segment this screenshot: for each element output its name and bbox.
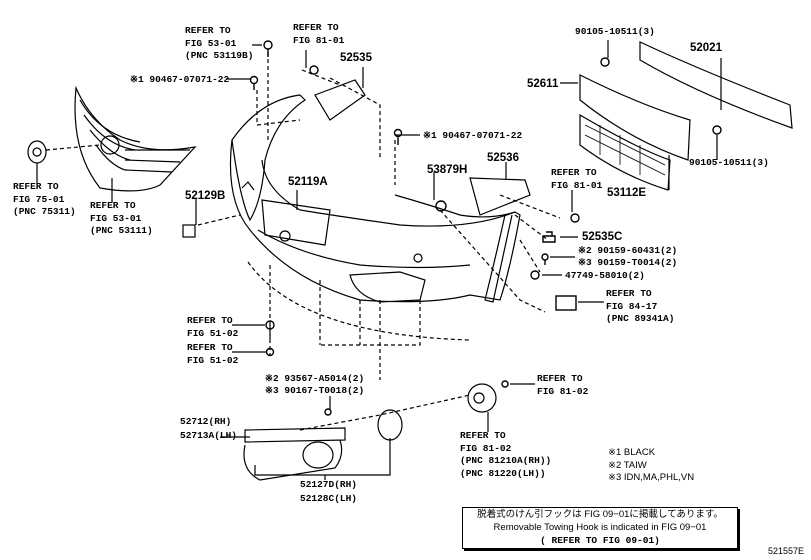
part-53112e[interactable]: 53112E — [607, 187, 647, 199]
fog-ring — [377, 409, 403, 441]
part-52713a-lh[interactable]: 52713A(LH) — [180, 430, 238, 441]
callout-line: FIG 84-17 — [606, 300, 658, 312]
fog-cover — [243, 427, 346, 481]
refer-fig-09-01[interactable]: ( REFER TO FIG 09-01) — [540, 535, 660, 546]
callout-line: REFER TO — [13, 181, 59, 192]
part-90159-60431[interactable]: ※2 90159-60431(2) — [578, 245, 678, 256]
callout-line: REFER TO — [551, 167, 597, 178]
part-52129b[interactable]: 52129B — [185, 190, 226, 202]
callout-line: REFER TO — [187, 315, 233, 326]
callout-line: FIG 81-02 — [460, 442, 512, 454]
callout-line: REFER TO — [537, 373, 583, 384]
legend-item: ※2 TAIW — [608, 459, 647, 471]
part-90159-t0014[interactable]: ※3 90159-T0014(2) — [578, 257, 678, 268]
callout-line: (PNC 75311) — [13, 206, 76, 217]
part-90167-t0018[interactable]: ※3 90167-T0018(2) — [265, 385, 365, 396]
part-52712-rh[interactable]: 52712(RH) — [180, 416, 232, 427]
bumper-cover — [229, 94, 521, 303]
legend-item: ※1 BLACK — [608, 447, 656, 458]
part-53879h[interactable]: 53879H — [427, 164, 468, 176]
legend: ※1 BLACK ※2 TAIW ※3 IDN,MA,PHL,VN — [608, 447, 694, 485]
part-52535c[interactable]: 52535C — [582, 231, 623, 243]
callout-line: REFER TO — [90, 200, 136, 211]
bracket-52535 — [314, 79, 366, 121]
towing-hook-note: 脱着式のけん引フックは FIG 09−01に掲載してあります。 Removabl… — [462, 507, 738, 549]
callout-line: (PNC 53119B) — [185, 50, 254, 61]
part-52127d-rh[interactable]: 52127D(RH) — [300, 479, 358, 490]
callout-line: FIG 53-01 — [90, 212, 142, 224]
callout-line: REFER TO — [185, 25, 231, 36]
legend-item: ※3 IDN,MA,PHL,VN — [608, 472, 695, 483]
callout-line: FIG 81-01 — [551, 179, 603, 191]
panel-52611 — [579, 74, 691, 161]
part-52611[interactable]: 52611 — [527, 78, 559, 90]
part-90467-07071-22-right[interactable]: ※1 90467-07071-22 — [423, 130, 523, 141]
callout-line: FIG 75-01 — [13, 193, 65, 205]
callout-line: FIG 51-02 — [187, 327, 239, 339]
part-52021[interactable]: 52021 — [690, 42, 722, 54]
part-52535[interactable]: 52535 — [340, 52, 372, 64]
radiator-grille — [74, 85, 197, 192]
part-90467-07071-22-left[interactable]: ※1 90467-07071-22 — [130, 74, 230, 85]
part-90105-10511-bottom[interactable]: 90105-10511(3) — [689, 157, 769, 168]
callout-line: FIG 81-01 — [293, 34, 345, 46]
part-47749-58010[interactable]: 47749-58010(2) — [565, 270, 645, 281]
reinforcement-52021 — [639, 41, 793, 129]
callout-line: FIG 51-02 — [187, 354, 239, 366]
callout-line: FIG 81-02 — [537, 385, 589, 397]
part-93567-a5014[interactable]: ※2 93567-A5014(2) — [265, 373, 365, 384]
callout-line: REFER TO — [293, 22, 339, 33]
callout-line: (PNC 53111) — [90, 225, 153, 236]
part-52128c-lh[interactable]: 52128C(LH) — [300, 493, 358, 504]
emblem — [27, 140, 47, 164]
part-52119a[interactable]: 52119A — [288, 176, 328, 188]
callout-line: (PNC 81220(LH)) — [460, 467, 546, 479]
cap-52129b — [182, 224, 196, 238]
note-japanese: 脱着式のけん引フックは FIG 09−01に掲載してあります。 — [477, 509, 723, 520]
illustration-code: 521557E — [768, 546, 805, 556]
note-english: Removable Towing Hook is indicated in FI… — [493, 522, 707, 533]
bracket-52536 — [469, 177, 531, 216]
callout-line: (PNC 81210A(RH)) — [460, 455, 552, 466]
callout-line: REFER TO — [187, 342, 233, 353]
callout-line: (PNC 89341A) — [606, 313, 675, 324]
part-52536[interactable]: 52536 — [487, 152, 519, 164]
part-90105-10511-top[interactable]: 90105-10511(3) — [575, 26, 655, 37]
callout-line: REFER TO — [460, 430, 506, 441]
callout-line: REFER TO — [606, 288, 652, 299]
callout-line: FIG 53-01 — [185, 37, 237, 49]
fog-lamp — [467, 383, 497, 413]
